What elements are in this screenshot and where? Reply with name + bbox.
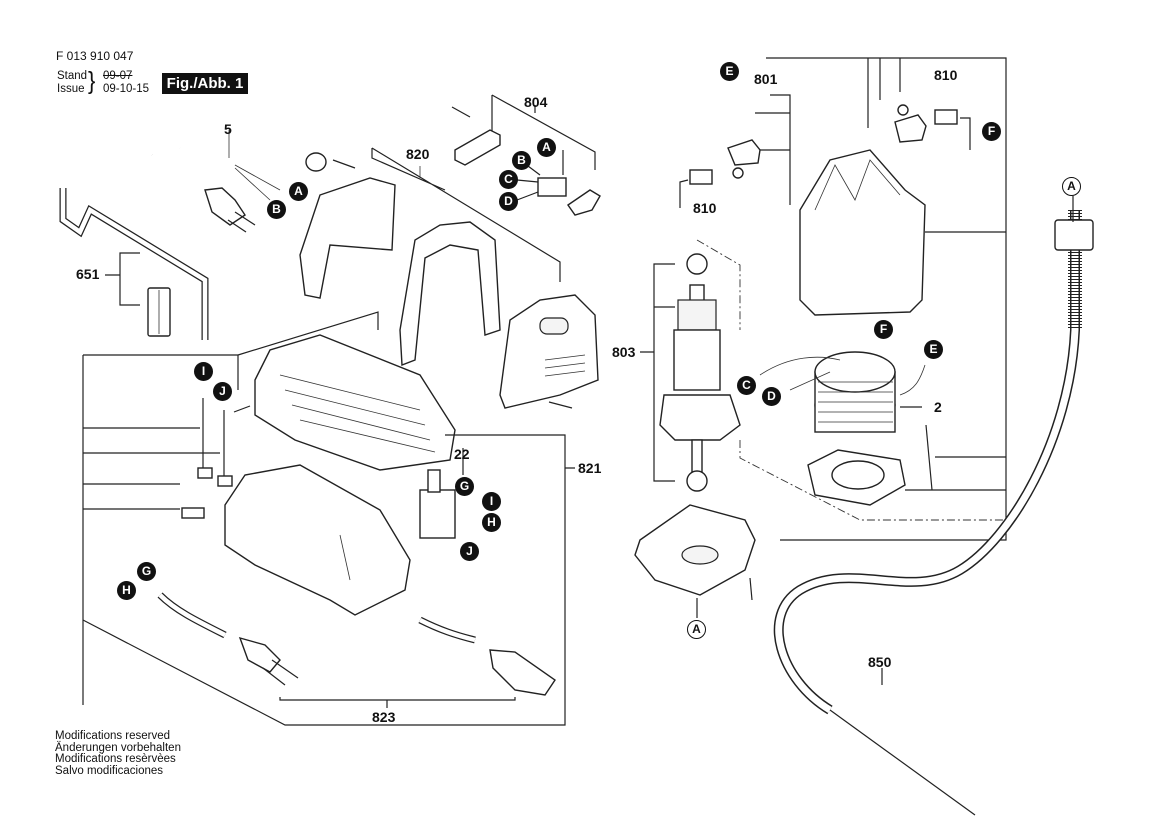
issue-label: Issue xyxy=(57,83,85,95)
marker-stator-e: E xyxy=(924,340,943,359)
marker-cable-h: H xyxy=(117,581,136,600)
marker-stator-f: F xyxy=(874,320,893,339)
part-number-850: 850 xyxy=(868,654,892,670)
brush-holders-part xyxy=(679,57,1007,541)
marker-pswitch-g: G xyxy=(455,477,474,496)
marker-pswitch-i: I xyxy=(482,492,501,511)
part-number-820: 820 xyxy=(406,146,430,162)
flexible-shaft-part xyxy=(773,196,1094,816)
brace-glyph: } xyxy=(88,66,96,95)
marker-hose-a: A xyxy=(1062,177,1081,196)
part-number-821: 821 xyxy=(578,460,602,476)
figure-label: Fig./Abb. 1 xyxy=(162,73,248,94)
marker-pedal-i: I xyxy=(194,362,213,381)
pedal-switch-part xyxy=(82,434,575,726)
switch-assembly-part xyxy=(451,94,601,216)
note-fr: Modifications resèrvèes xyxy=(55,753,176,765)
part-number-810-top: 810 xyxy=(934,67,958,83)
marker-switch-b: B xyxy=(512,151,531,170)
stand-issue-labels: Stand Issue xyxy=(57,70,87,96)
stand-date-struck: 09-07 xyxy=(103,70,133,82)
marker-stator-c: C xyxy=(737,376,756,395)
part-number-810-left: 810 xyxy=(693,200,717,216)
note-en: Modifications reserved xyxy=(55,730,171,742)
modifications-notes: Modifications reserved Änderungen vorbeh… xyxy=(55,730,181,777)
part-number-823: 823 xyxy=(372,709,396,725)
stand-label: Stand xyxy=(57,70,88,82)
issue-date: 09-10-15 xyxy=(103,83,150,95)
document-number: F 013 910 047 xyxy=(56,49,134,63)
motor-housing-part xyxy=(799,149,1006,316)
part-number-801: 801 xyxy=(754,71,778,87)
part-number-22: 22 xyxy=(454,446,470,462)
marker-switch-c: C xyxy=(499,170,518,189)
pedal-pins-part xyxy=(82,355,233,705)
marker-shaft-a: A xyxy=(687,620,706,639)
power-cord-part xyxy=(149,130,281,233)
part-number-804: 804 xyxy=(524,94,548,110)
marker-cable-g: G xyxy=(137,562,156,581)
part-number-803: 803 xyxy=(612,344,636,360)
armature-part xyxy=(640,239,1006,521)
part-number-5: 5 xyxy=(224,121,232,137)
hook-bar-part xyxy=(59,188,209,340)
marker-switch-d: D xyxy=(499,192,518,211)
marker-brush-e: E xyxy=(720,62,739,81)
marker-pedal-j: J xyxy=(213,382,232,401)
foot-pedal-part xyxy=(83,311,456,616)
note-es: Salvo modificaciones xyxy=(55,764,164,777)
marker-pswitch-h: H xyxy=(482,513,501,532)
part-number-2: 2 xyxy=(934,399,942,415)
marker-cord-b: B xyxy=(267,200,286,219)
bottom-housing-part xyxy=(634,504,756,618)
cable-set-part xyxy=(157,592,556,708)
marker-cord-a: A xyxy=(289,182,308,201)
marker-stator-d: D xyxy=(762,387,781,406)
marker-brush-f: F xyxy=(982,122,1001,141)
marker-pswitch-j: J xyxy=(460,542,479,561)
note-de: Änderungen vorbehalten xyxy=(55,741,181,754)
stator-part xyxy=(759,351,1006,506)
part-number-651: 651 xyxy=(76,266,100,282)
housing-covers-part xyxy=(299,147,599,409)
marker-switch-a: A xyxy=(537,138,556,157)
